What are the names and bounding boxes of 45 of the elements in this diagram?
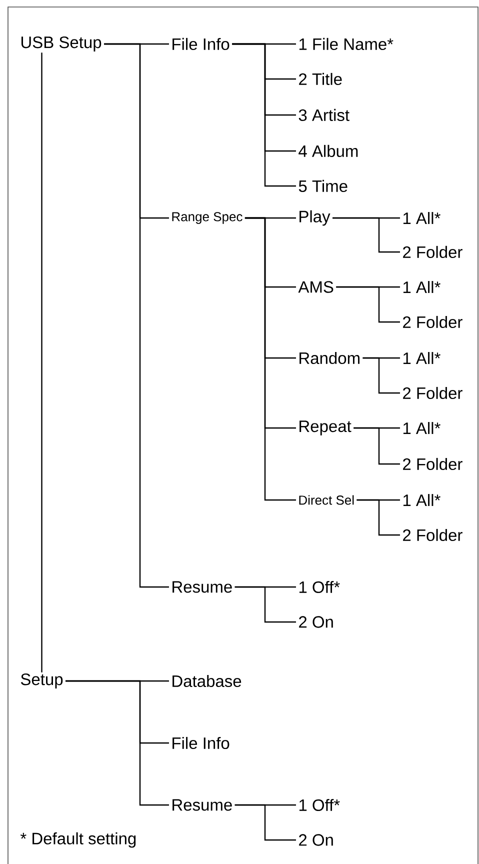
menu-item: 1 All* (403, 212, 440, 224)
tree-line (234, 804, 296, 841)
tree-line (244, 217, 296, 501)
menu-item: 1 All* (403, 494, 440, 506)
menu-item: 2 On (299, 616, 333, 628)
menu-item: Database (172, 674, 242, 688)
menu-item: Setup (20, 674, 63, 688)
menu-item: Direct Sel (299, 495, 354, 505)
menu-item: 2 On (299, 834, 333, 846)
tree-line (336, 286, 400, 323)
menu-item: 2 Folder (403, 528, 462, 542)
menu-item: File Info (172, 38, 230, 50)
tree-line (354, 427, 400, 465)
tree-line (41, 52, 42, 672)
menu-item: 3 Artist (298, 108, 350, 122)
menu-item: 5 Time (298, 180, 348, 192)
tree-line (332, 217, 400, 253)
menu-item: 2 Title (299, 72, 342, 86)
tree-line (66, 680, 169, 806)
menu-item: 2 Folder (403, 316, 462, 328)
menu-item: Play (300, 210, 330, 226)
menu-item: 1 Off* (299, 798, 340, 812)
tree-line (234, 586, 296, 623)
menu-item: File Info (172, 736, 230, 750)
menu-item: Repeat (300, 420, 352, 436)
menu-item: Resume (172, 799, 232, 811)
tree-line (362, 357, 400, 394)
menu-item: 1 Off* (299, 580, 340, 594)
menu-item: 2 Folder (403, 458, 462, 470)
tree-line (232, 43, 296, 187)
menu-item: 2 Folder (403, 246, 462, 258)
menu-item: Resume (172, 581, 232, 593)
menu-item: 1 File Name* (299, 38, 394, 50)
menu-item: USB Setup (21, 36, 102, 52)
menu-item: Random (300, 352, 360, 364)
menu-item: 1 All* (403, 422, 440, 434)
menu-item: 2 Folder (403, 386, 462, 400)
footnote: * Default setting (20, 832, 136, 848)
tree-line (104, 43, 169, 588)
menu-item: AMS (298, 281, 334, 293)
menu-item: 1 All* (403, 281, 440, 293)
menu-item: 4 Album (298, 144, 358, 158)
menu-item: Range Spec (172, 212, 242, 224)
menu-item: 1 All* (403, 352, 440, 364)
tree-line (356, 499, 400, 536)
